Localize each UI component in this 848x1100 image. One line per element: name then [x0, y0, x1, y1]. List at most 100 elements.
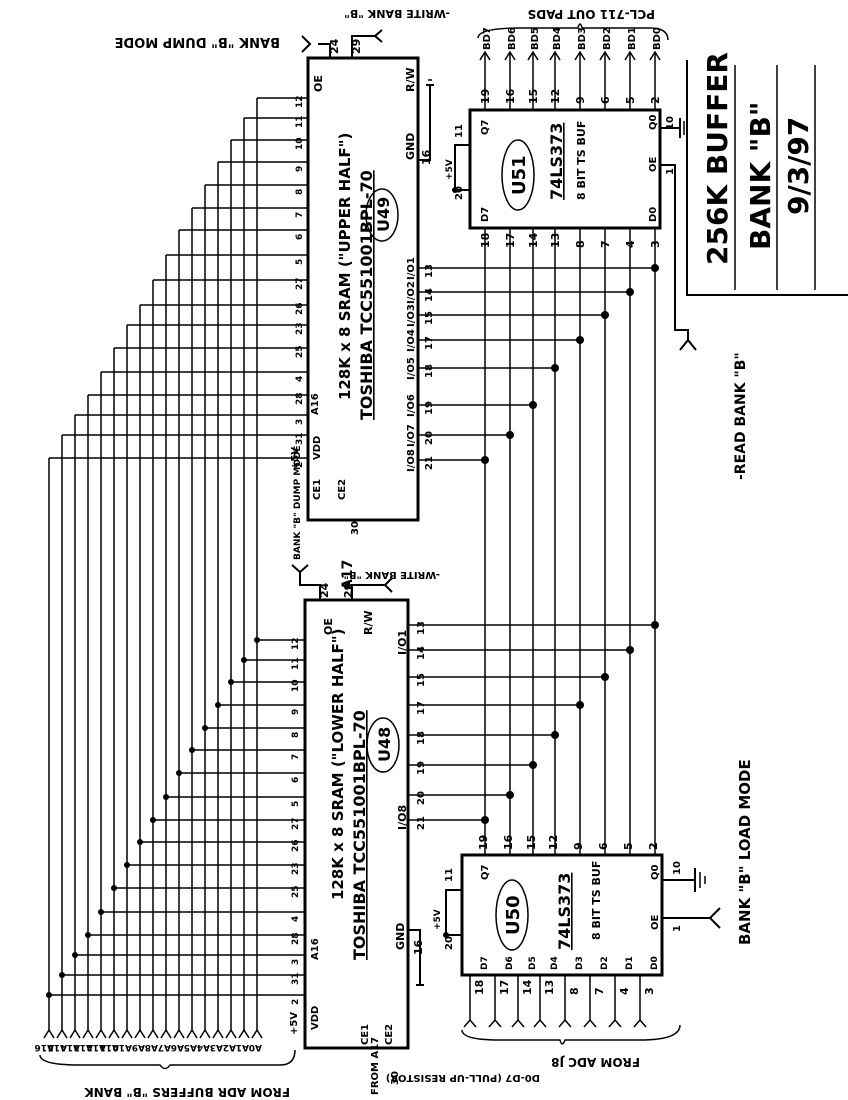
u48-io-pin: 15	[416, 673, 427, 687]
arrow-in-icon	[160, 1028, 172, 1039]
address-bus-label: A10	[113, 1042, 133, 1052]
u49-io-label: I/O2	[406, 281, 417, 304]
u50-gnd-pin: 10	[672, 861, 683, 875]
address-bus-label: A9	[132, 1042, 145, 1052]
u50-d-pin: 18	[473, 980, 486, 995]
u51-ref: U51	[509, 155, 530, 195]
u50-d-label: D2	[600, 956, 610, 970]
arrow-up-icon	[504, 50, 516, 61]
u50-q7-label: Q7	[480, 864, 491, 880]
u50-d-label: D1	[625, 956, 635, 970]
u49-rw-pin: 29	[350, 39, 363, 54]
u48-a16-label: A16	[310, 938, 321, 960]
u49-io-pin: 20	[424, 431, 435, 445]
u50-d-label: D4	[550, 956, 560, 970]
u50-q-pin: 9	[572, 842, 585, 850]
u49-address-pin: 9	[295, 166, 305, 172]
u49-address-pin: 27	[295, 277, 305, 290]
u49-io-label: I/O8	[406, 449, 417, 472]
u50-d-label: D7	[480, 956, 490, 970]
u50-q-pin: 5	[622, 842, 635, 850]
u48-io-pin: 13	[416, 621, 427, 635]
u50-q-pin: 12	[547, 835, 560, 850]
u48-address-pin: 5	[291, 801, 301, 807]
arrow-in-icon	[608, 1018, 622, 1028]
u49-io-pin: 14	[424, 288, 435, 302]
u48-gnd-label: GND	[394, 923, 407, 950]
from-adc-sublabel: D0-D7 (PULL-UP RESISTOR)	[386, 1072, 540, 1083]
u49-address-pin: 28	[295, 392, 305, 405]
u49-rw-label: R/W	[404, 67, 417, 92]
arrow-in-icon	[251, 1028, 263, 1039]
u50-desc: 8 BIT TS BUF	[590, 861, 603, 940]
u48-address-pin: 10	[291, 679, 301, 692]
u48-address-pin: 27	[291, 817, 301, 830]
arrow-in-icon	[633, 1018, 647, 1028]
u49-io-label: I/O6	[406, 394, 417, 417]
data-bus-wires	[408, 228, 659, 855]
u49-io-label: I/O3	[406, 304, 417, 327]
u49-address-pin: 23	[295, 322, 305, 335]
u48-address-pin: 6	[291, 777, 301, 783]
u49-io-pin: 19	[424, 401, 435, 415]
u50-d-pin: 3	[643, 987, 656, 995]
u48-ref: U48	[375, 727, 394, 762]
arrow-in-icon	[134, 1028, 146, 1039]
u48-address-pin: 26	[291, 839, 301, 852]
u48-address-pin: 8	[291, 732, 301, 738]
arrow-up-icon	[549, 50, 561, 61]
u48-address-pin: 23	[291, 862, 301, 875]
u48-io-pin: 19	[416, 761, 427, 775]
u48-address-pin: 25	[291, 885, 301, 898]
chip-u48: 128K x 8 SRAM ("LOWER HALF") TOSHIBA TCC…	[289, 582, 427, 1095]
u48-io-pin: 21	[416, 816, 427, 830]
arrow-in-icon	[488, 1018, 502, 1028]
u50-oe-pin: 1	[672, 925, 683, 932]
u50-oe-label: OE	[650, 914, 661, 930]
u48-address-pin: 2	[291, 999, 301, 1005]
u48-ce2-label: CE2	[384, 1024, 395, 1045]
arrow-in-icon	[225, 1028, 237, 1039]
u50-q-pin: 6	[597, 842, 610, 850]
u50-d-label: D3	[575, 956, 585, 970]
address-bus-label: A13	[74, 1042, 94, 1052]
u50-q-pin: 19	[477, 835, 490, 850]
write-bank-b-label-top: -WRITE BANK "B"	[344, 7, 450, 20]
u49-ce2-label: CE2	[337, 479, 348, 500]
address-bus-label: A15	[48, 1042, 68, 1052]
u51-d7-label: D7	[480, 207, 491, 222]
u49-address-pin: 7	[295, 212, 305, 218]
u50-d-pin: 4	[618, 987, 631, 995]
u50-q0-label: Q0	[650, 864, 661, 880]
u50-q-pin: 2	[647, 842, 660, 850]
u49-description: 128K x 8 SRAM ("UPPER HALF")	[336, 133, 354, 400]
arrow-in-icon	[56, 1028, 68, 1039]
adc-input-arrows	[463, 975, 647, 1028]
arrow-in-icon	[147, 1028, 159, 1039]
u48-address-pin: 4	[291, 916, 301, 922]
bank-b-dump-mode-label-mid: BANK "B" DUMP MODE	[293, 445, 303, 560]
title-line-2: BANK "B"	[744, 102, 777, 250]
u48-address-pin: 11	[291, 657, 301, 670]
u48-gnd-pin: 16	[412, 939, 425, 955]
u49-address-pin: 11	[295, 115, 305, 128]
u49-ce2-pin: 30	[350, 521, 361, 535]
address-bus-label: A8	[145, 1042, 158, 1052]
u48-ce2-pin: 30	[390, 1071, 401, 1085]
address-bus-label: A16	[35, 1042, 55, 1052]
address-bus-label: A3	[210, 1042, 223, 1052]
arrow-up-icon	[649, 50, 661, 61]
u49-ce1-net: A17	[340, 560, 356, 590]
u49-oe-label: OE	[312, 75, 325, 92]
u50-g-pin: 11	[444, 868, 455, 882]
u50-d-label: D6	[505, 956, 515, 970]
chip-u49: 128K x 8 SRAM ("UPPER HALF") TOSHIBA TCC…	[290, 38, 435, 590]
chip-u51: U51 74LS373 8 BIT TS BUF Q7 D7 Q0 D0 OE …	[445, 88, 685, 248]
u51-q7-label: Q7	[480, 119, 491, 135]
u48-address-pin: 9	[291, 709, 301, 715]
address-source-label: FROM ADR BUFFERS "B" BANK	[84, 1085, 290, 1099]
